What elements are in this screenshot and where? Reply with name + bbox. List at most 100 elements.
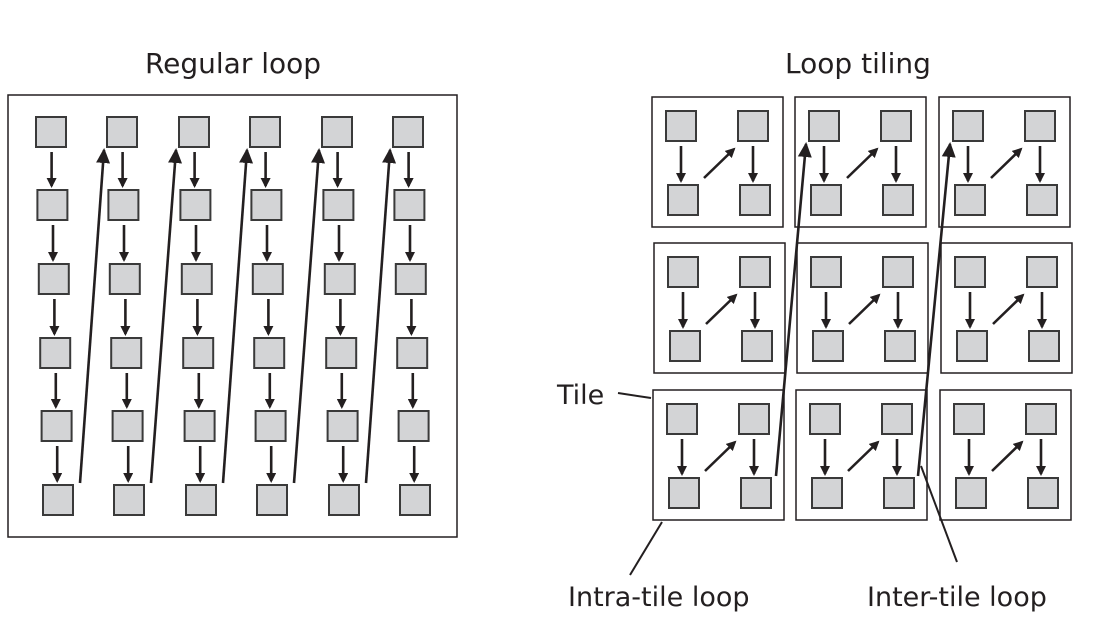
diagonal-arrow <box>846 147 879 179</box>
diagonal-arrow <box>990 147 1023 179</box>
loop-iteration-cell <box>737 110 769 142</box>
next-column-arrow <box>221 148 254 484</box>
diagonal-arrow <box>847 440 880 472</box>
loop-iteration-cell <box>251 263 284 295</box>
tile <box>938 96 1071 228</box>
loop-iteration-cell <box>35 116 67 148</box>
tile <box>796 242 929 374</box>
loop-iteration-cell <box>881 403 913 435</box>
loop-iteration-cell <box>249 116 281 148</box>
loop-iteration-cell <box>882 256 914 288</box>
loop-iteration-cell <box>1026 184 1058 216</box>
diagonal-arrow <box>848 293 881 325</box>
loop-iteration-cell <box>179 189 212 221</box>
loop-iteration-cell <box>952 110 984 142</box>
loop-iteration-cell <box>954 256 986 288</box>
tile <box>939 389 1072 521</box>
tile <box>652 389 785 521</box>
regular-loop-frame <box>7 94 458 538</box>
loop-iteration-cell <box>180 263 213 295</box>
loop-iteration-cell <box>183 410 216 442</box>
loop-iteration-cell <box>250 189 283 221</box>
loop-iteration-cell <box>740 477 772 509</box>
loop-iteration-cell <box>182 337 215 369</box>
loop-iteration-cell <box>739 184 771 216</box>
next-column-arrow <box>364 148 397 484</box>
loop-iteration-cell <box>880 110 912 142</box>
loop-iteration-cell <box>666 403 698 435</box>
loop-iteration-cell <box>739 256 771 288</box>
loop-iteration-cell <box>394 263 427 295</box>
next-column-arrow <box>149 148 183 484</box>
loop-iteration-cell <box>667 256 699 288</box>
intra-tile-loop-label: Intra-tile loop <box>568 582 750 613</box>
loop-iteration-cell <box>108 263 141 295</box>
tile <box>794 96 927 228</box>
tile <box>651 96 784 228</box>
regular-loop-grid <box>35 116 431 516</box>
diagonal-arrow <box>992 293 1025 325</box>
next-column-arrow <box>78 148 111 484</box>
loop-iteration-cell <box>812 330 844 362</box>
loop-iteration-cell <box>1027 477 1059 509</box>
annotations: Tile Intra-tile loop Inter-tile loop <box>556 380 1047 613</box>
inter-tile-arrows <box>774 142 956 477</box>
loop-iteration-cell <box>110 337 143 369</box>
loop-iteration-cell <box>884 330 916 362</box>
loop-iteration-cell <box>665 110 697 142</box>
loop-iteration-cell <box>811 477 843 509</box>
loop-iteration-cell <box>809 403 841 435</box>
diagonal-arrow <box>705 293 738 325</box>
tile <box>940 242 1073 374</box>
loop-iteration-cell <box>253 337 286 369</box>
loop-iteration-cell <box>392 116 424 148</box>
loop-iteration-cell <box>955 477 987 509</box>
loop-iteration-cell <box>953 403 985 435</box>
loop-iteration-cell <box>178 116 210 148</box>
loop-iteration-cell <box>1026 256 1058 288</box>
next-column-arrow <box>292 148 326 484</box>
loop-iteration-cell <box>326 410 359 442</box>
tile-label: Tile <box>556 380 604 411</box>
loop-iteration-cell <box>883 477 915 509</box>
diagonal-arrow <box>703 147 736 179</box>
loop-iteration-cell <box>667 184 699 216</box>
loop-iteration-cell <box>399 484 431 516</box>
inter-tile-leader-line <box>920 465 958 563</box>
loop-tiling-panel <box>651 96 1073 521</box>
loop-iteration-cell <box>106 116 138 148</box>
loop-iteration-cell <box>954 184 986 216</box>
loop-iteration-cell <box>1024 110 1056 142</box>
loop-iteration-cell <box>808 110 840 142</box>
tile-grid <box>651 96 1073 521</box>
loop-iteration-cell <box>810 184 842 216</box>
tile-leader-line <box>617 392 652 399</box>
loop-iteration-cell <box>810 256 842 288</box>
loop-tiling-title: Loop tiling <box>785 47 931 80</box>
loop-iteration-cell <box>36 189 69 221</box>
loop-iteration-cell <box>882 184 914 216</box>
loop-iteration-cell <box>397 410 430 442</box>
diagonal-arrow <box>991 440 1024 472</box>
loop-iteration-cell <box>393 189 426 221</box>
loop-iteration-cell <box>323 263 356 295</box>
inter-tile-arrow <box>916 142 956 477</box>
loop-iteration-cell <box>42 484 74 516</box>
intra-tile-leader-line <box>629 521 663 576</box>
loop-iteration-cell <box>256 484 288 516</box>
loop-iteration-cell <box>741 330 773 362</box>
loop-iteration-cell <box>113 484 145 516</box>
tile <box>795 389 928 521</box>
loop-iteration-cell <box>328 484 360 516</box>
loop-iteration-cell <box>254 410 287 442</box>
loop-iteration-cell <box>107 189 140 221</box>
loop-iteration-cell <box>325 337 358 369</box>
diagonal-arrow <box>704 440 737 472</box>
loop-iteration-cell <box>396 337 429 369</box>
loop-iteration-cell <box>738 403 770 435</box>
tile <box>653 242 786 374</box>
loop-iteration-cell <box>40 410 73 442</box>
loop-iteration-cell <box>669 330 701 362</box>
loop-iteration-cell <box>322 189 355 221</box>
